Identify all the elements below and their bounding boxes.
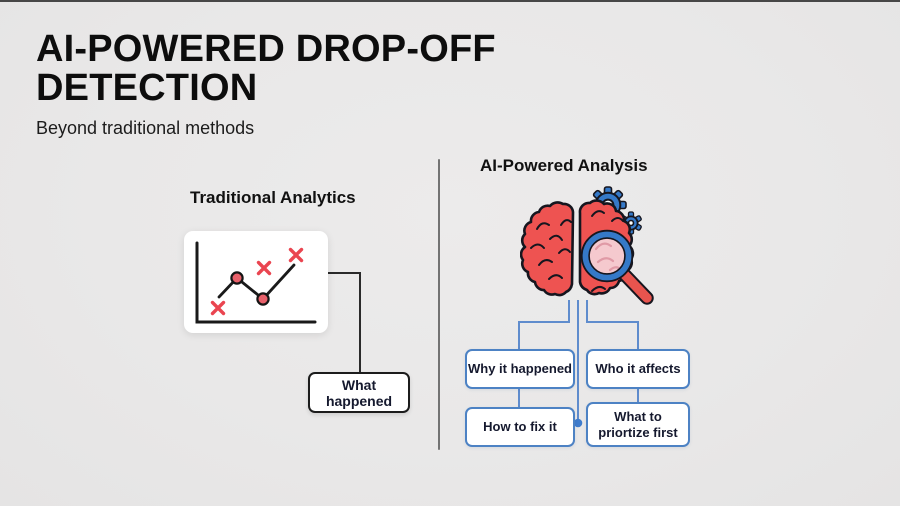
x-mark-icon	[256, 260, 272, 276]
traditional-analytics-heading: Traditional Analytics	[190, 188, 356, 207]
magnifier-ring	[581, 230, 633, 282]
chart-axes	[195, 241, 317, 324]
what-to-prioritize-line2: priortize first	[598, 424, 678, 440]
data-point	[256, 292, 270, 306]
trend-line	[217, 263, 296, 301]
what-to-prioritize-box: What to priortize first	[586, 402, 690, 447]
traditional-connector-line	[325, 272, 361, 372]
why-it-happened-box: Why it happened	[465, 349, 575, 389]
data-point	[230, 271, 244, 285]
traditional-chart-card	[184, 231, 328, 333]
line-chart-icon	[195, 241, 317, 324]
what-to-prioritize-line1: What to	[614, 408, 662, 424]
why-it-happened-label: Why it happened	[468, 361, 572, 376]
page-title-line2: DETECTION	[36, 67, 258, 109]
x-marks	[210, 247, 304, 316]
who-it-affects-label: Who it affects	[595, 361, 681, 376]
who-it-affects-box: Who it affects	[586, 349, 690, 389]
magnifier-ring-inner-outline	[588, 237, 626, 275]
page-title: AI-POWERED DROP-OFF DETECTION	[36, 30, 496, 108]
page-title-line1: AI-POWERED DROP-OFF	[36, 28, 496, 70]
x-mark-icon	[288, 247, 304, 263]
brain-left-hemisphere	[520, 201, 575, 297]
brain-icon	[520, 186, 654, 305]
x-mark-icon	[210, 300, 226, 316]
ai-powered-analysis-heading: AI-Powered Analysis	[480, 156, 648, 175]
magnifier-ring-outer-outline	[580, 229, 634, 283]
how-to-fix-it-label: How to fix it	[483, 419, 557, 434]
magnifier-handle	[619, 269, 652, 303]
top-edge-strip	[0, 0, 900, 2]
section-divider	[438, 159, 440, 450]
page-subtitle: Beyond traditional methods	[36, 118, 255, 138]
how-to-fix-it-box: How to fix it	[465, 407, 575, 447]
what-to-prioritize-label: What to priortize first	[598, 409, 677, 441]
magnifier-icon	[580, 229, 654, 305]
what-happened-box: What happened	[308, 372, 410, 413]
what-happened-label: What happened	[325, 376, 393, 409]
